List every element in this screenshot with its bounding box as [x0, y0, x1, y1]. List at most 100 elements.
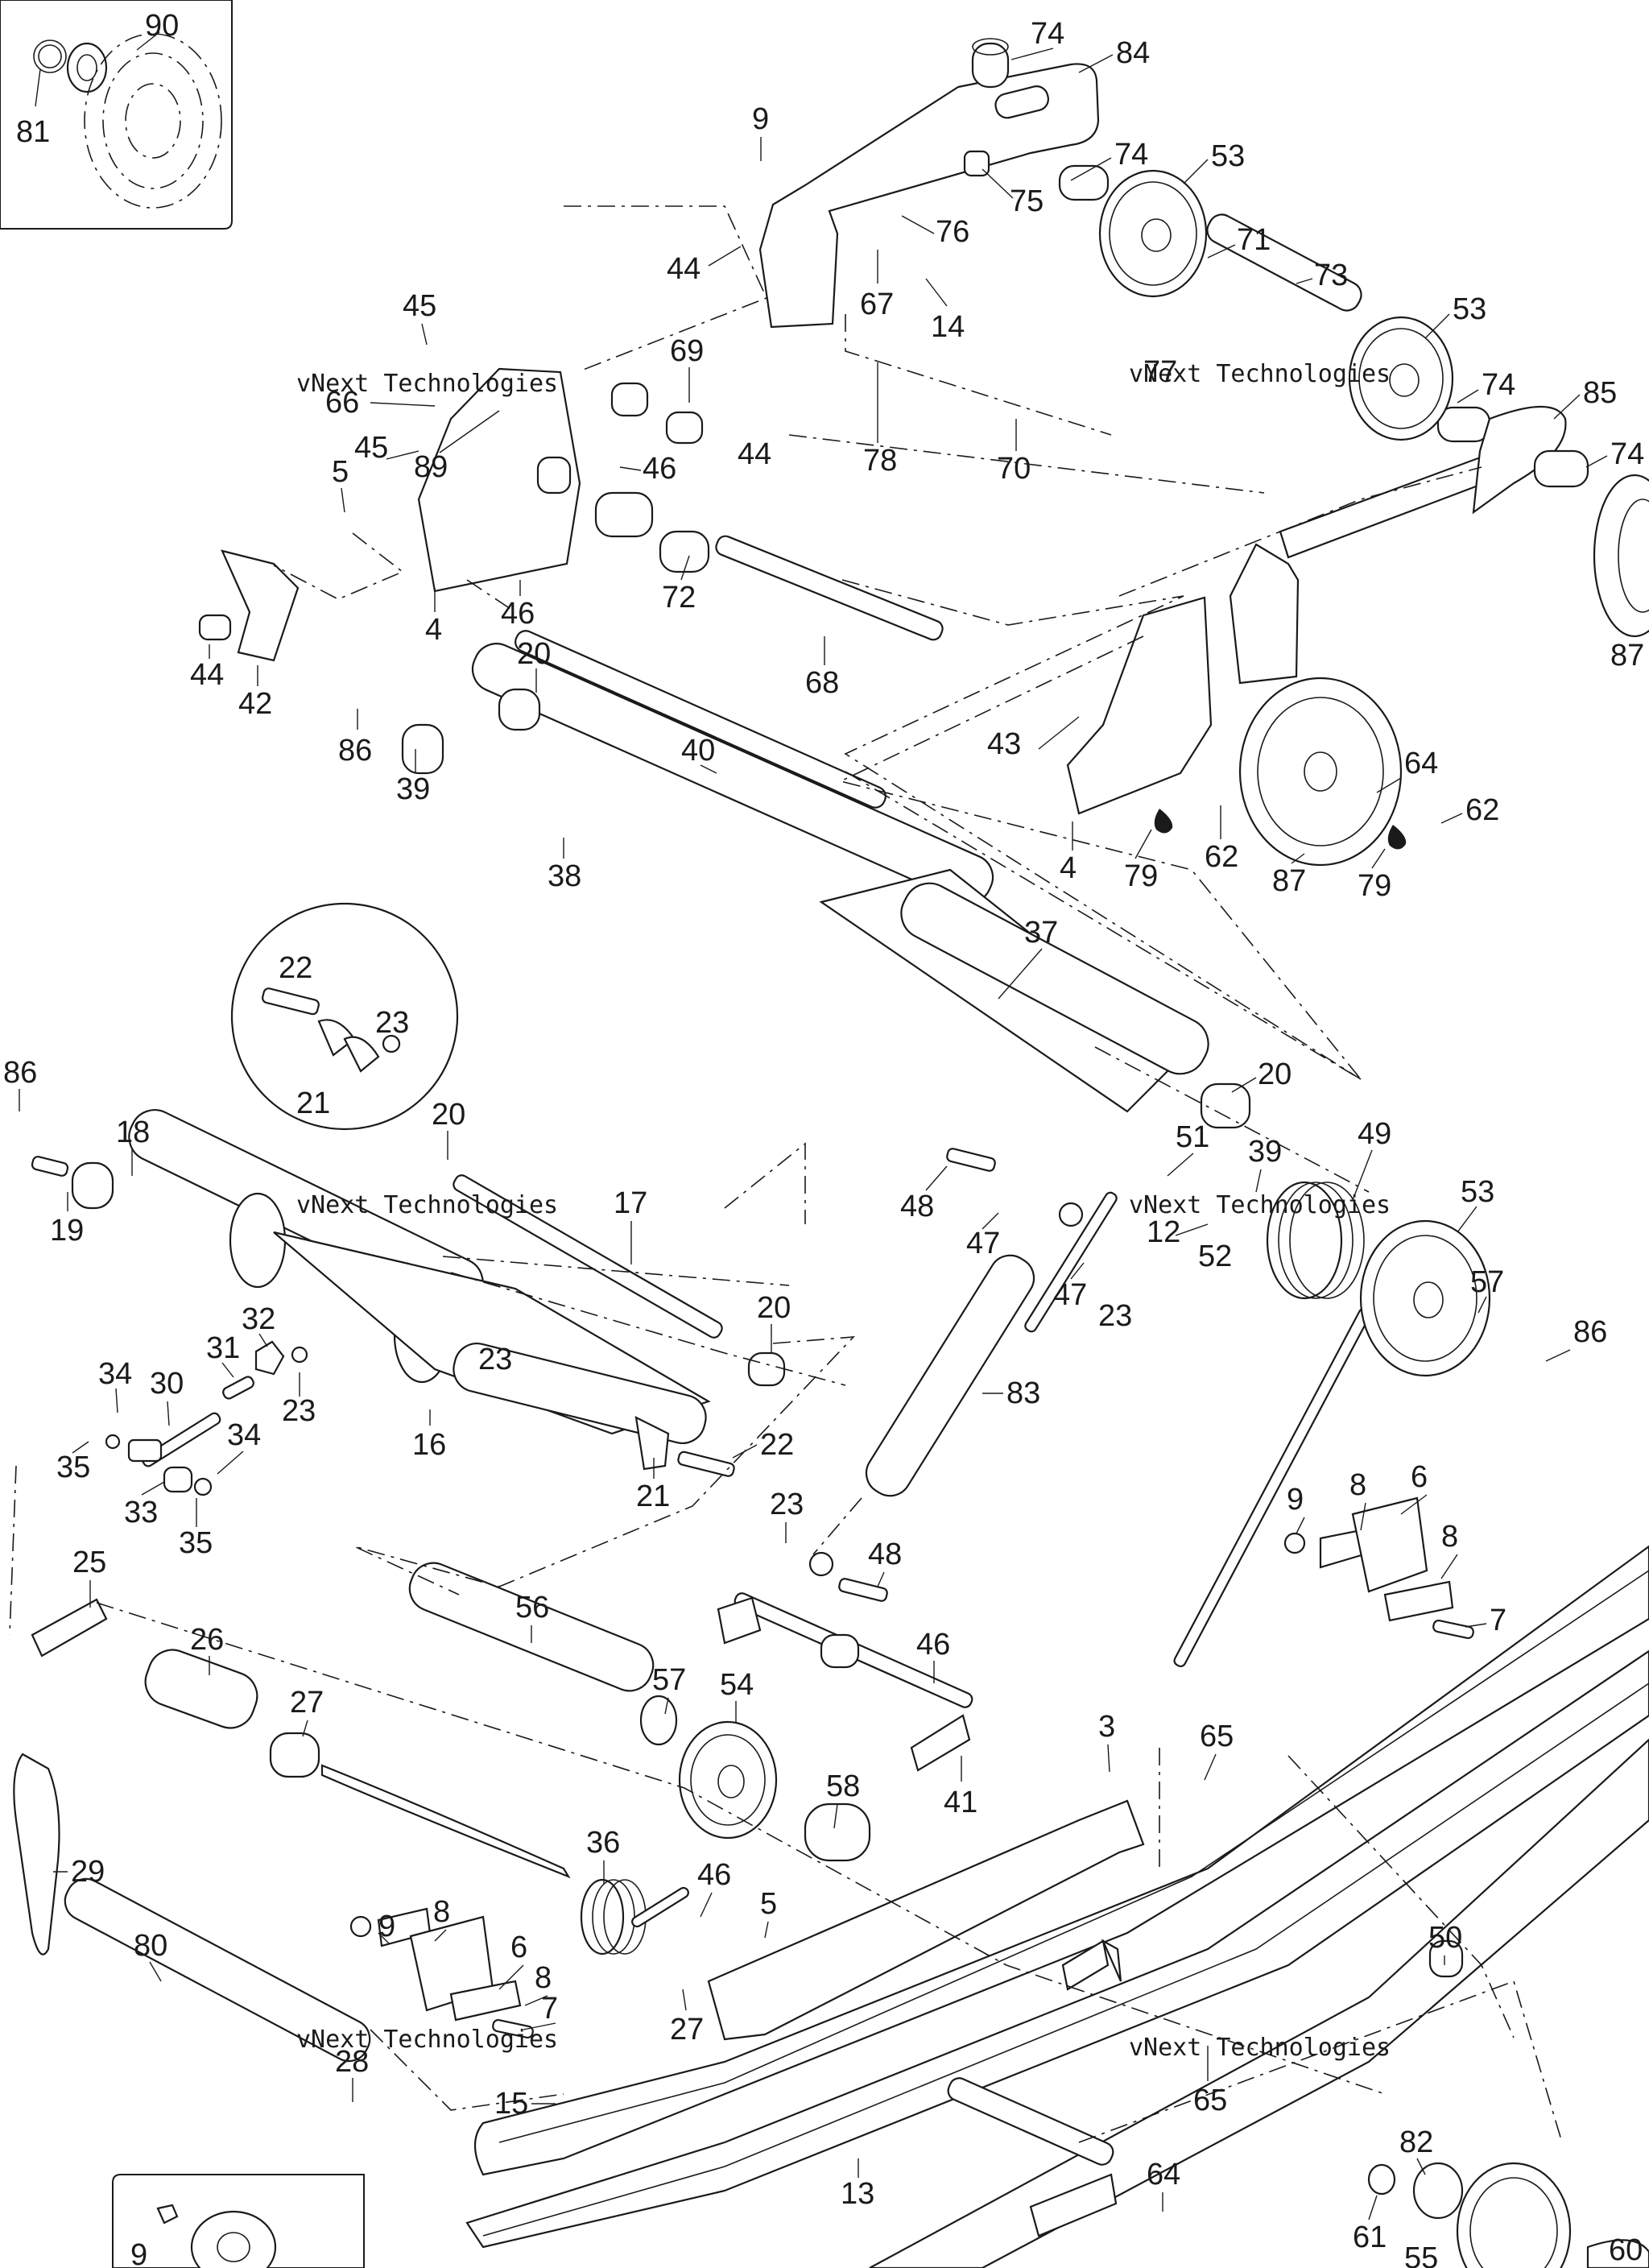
- callout-12: 12: [1147, 1215, 1180, 1249]
- callout-87: 87: [1272, 864, 1306, 898]
- callout-65: 65: [1200, 1720, 1234, 1753]
- callout-14: 14: [931, 310, 965, 344]
- callout-8: 8: [1349, 1468, 1366, 1502]
- callout-45: 45: [354, 431, 388, 465]
- callout-7: 7: [1490, 1604, 1506, 1637]
- callout-21: 21: [636, 1480, 670, 1513]
- lower-left-assembly: [13, 1598, 689, 2063]
- callout-19: 19: [50, 1214, 84, 1248]
- callout-42: 42: [238, 687, 272, 721]
- callout-68: 68: [805, 666, 839, 700]
- callout-9: 9: [1287, 1483, 1304, 1517]
- callout-64: 64: [1147, 2158, 1180, 2191]
- callout-46: 46: [916, 1628, 950, 1662]
- callout-76: 76: [936, 215, 969, 249]
- callout-35: 35: [179, 1526, 213, 1560]
- callout-18: 18: [116, 1115, 150, 1149]
- inset-bottom-left: [112, 2174, 365, 2268]
- callout-5: 5: [760, 1887, 777, 1921]
- callout-36: 36: [586, 1826, 620, 1860]
- callout-64: 64: [1404, 747, 1438, 780]
- callout-54: 54: [720, 1668, 754, 1702]
- callout-23: 23: [375, 1006, 409, 1040]
- callout-34: 34: [98, 1357, 132, 1391]
- callout-58: 58: [826, 1769, 860, 1803]
- callout-46: 46: [697, 1858, 731, 1892]
- callout-90: 90: [145, 9, 179, 43]
- callout-26: 26: [190, 1623, 224, 1657]
- callout-74: 74: [1114, 138, 1148, 172]
- callout-21: 21: [296, 1086, 330, 1120]
- front-pivot-hardware: [105, 1340, 308, 1496]
- callout-60: 60: [1609, 2233, 1643, 2267]
- callout-83: 83: [1006, 1376, 1040, 1410]
- callout-23: 23: [1098, 1299, 1132, 1333]
- callout-3: 3: [1098, 1710, 1115, 1744]
- grease-drop-icon: [1154, 809, 1173, 834]
- callout-53: 53: [1461, 1175, 1494, 1209]
- callout-44: 44: [190, 658, 224, 692]
- callout-86: 86: [338, 734, 372, 768]
- callout-6: 6: [1411, 1460, 1428, 1494]
- stopper-bracket-lower: [349, 1907, 534, 2039]
- callout-53: 53: [1211, 139, 1245, 173]
- callout-52: 52: [1198, 1240, 1232, 1273]
- middle-shafts: [408, 1562, 973, 1862]
- callout-38: 38: [548, 859, 581, 893]
- callout-57: 57: [652, 1663, 686, 1697]
- callout-51: 51: [1176, 1120, 1209, 1154]
- callout-78: 78: [863, 444, 897, 478]
- center-crossmember: [401, 630, 1251, 1129]
- callout-27: 27: [290, 1686, 324, 1720]
- grease-drop-icon: [1387, 825, 1407, 850]
- callout-67: 67: [860, 288, 894, 321]
- idler-wheel-53-top: [1098, 169, 1362, 312]
- assembly-lines: [9, 205, 1563, 2143]
- callout-82: 82: [1399, 2125, 1433, 2159]
- front-arm-assembly: [31, 1109, 786, 1477]
- leader-lines: [19, 48, 1608, 2220]
- idler-wheel-87-right: [1593, 474, 1649, 638]
- watermark-text: vNext Technologies: [1129, 1191, 1391, 1219]
- callout-27: 27: [670, 2013, 704, 2047]
- callout-37: 37: [1024, 916, 1058, 950]
- callout-46: 46: [643, 452, 676, 486]
- callout-89: 89: [414, 450, 448, 484]
- callout-16: 16: [412, 1428, 446, 1462]
- callout-7: 7: [541, 1992, 558, 2026]
- callout-20: 20: [1258, 1057, 1292, 1091]
- callout-55: 55: [1404, 2241, 1438, 2268]
- callout-32: 32: [242, 1302, 275, 1336]
- callout-43: 43: [987, 727, 1021, 761]
- callout-40: 40: [681, 734, 715, 768]
- callout-labels: 90 81 74 84 9 74 53 75 76 71 44 67 14 73…: [3, 9, 1644, 2268]
- callout-75: 75: [1010, 184, 1044, 218]
- callout-84: 84: [1116, 36, 1150, 70]
- callout-86: 86: [3, 1056, 37, 1090]
- callout-33: 33: [124, 1496, 158, 1529]
- callout-85: 85: [1583, 376, 1617, 410]
- callout-9: 9: [130, 2238, 147, 2268]
- detail-circle-21-22-23: [230, 902, 459, 1131]
- callout-39: 39: [396, 772, 430, 806]
- callout-22: 22: [279, 951, 312, 985]
- callout-70: 70: [997, 452, 1031, 486]
- callout-86: 86: [1573, 1315, 1607, 1349]
- callout-25: 25: [72, 1546, 106, 1579]
- rear-arm-assembly: [758, 38, 1589, 685]
- callout-17: 17: [614, 1186, 647, 1220]
- callout-62: 62: [1205, 840, 1238, 874]
- watermark-text: vNext Technologies: [1129, 360, 1391, 388]
- torsion-spring-49: [1173, 1181, 1491, 1668]
- callout-35: 35: [56, 1451, 90, 1484]
- callout-15: 15: [494, 2087, 528, 2121]
- inset-bearing-wheel: [0, 0, 233, 230]
- idler-wheel-53-mid: [1348, 316, 1454, 441]
- callout-30: 30: [150, 1367, 184, 1401]
- callout-23: 23: [282, 1394, 316, 1428]
- callout-28: 28: [335, 2045, 369, 2079]
- callout-20: 20: [432, 1098, 465, 1132]
- callout-4: 4: [1060, 851, 1077, 885]
- callout-44: 44: [667, 252, 701, 286]
